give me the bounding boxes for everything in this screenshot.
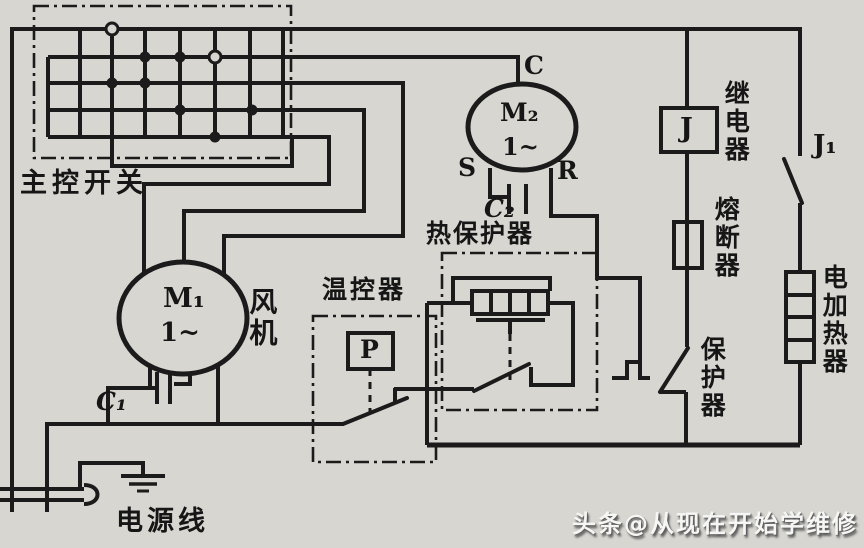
fuse-label: 熔断器 — [711, 196, 741, 280]
main-switch-grid — [10, 27, 802, 512]
ground-symbol — [78, 461, 165, 493]
power-cord-label: 电源线 — [116, 506, 209, 537]
j1-label: J₁ — [813, 130, 837, 160]
main-switch-box — [32, 4, 293, 160]
electric-heater-label: 电加热器 — [819, 264, 849, 376]
power-plug — [0, 483, 100, 506]
terminal-c-label: C — [524, 51, 544, 80]
compressor-phase: 1~ — [502, 132, 539, 161]
fan-label: 风机 — [245, 287, 279, 349]
j1-contact — [782, 157, 804, 272]
electric-heater-symbol — [784, 270, 816, 445]
fan-motor-phase: 1~ — [160, 318, 200, 348]
thermal-protector-box — [440, 251, 599, 412]
terminal-r-label: R — [557, 156, 578, 185]
main-switch-label: 主控开关 — [20, 168, 148, 199]
neutral-bus — [45, 422, 343, 512]
grid-contact-dots — [104, 21, 258, 143]
thermostat-symbol — [341, 331, 474, 426]
compressor-motor-name: M₂ — [500, 98, 539, 127]
relay-coil-label: J — [680, 113, 693, 144]
fan-motor-m1 — [116, 259, 250, 424]
fan-motor-name: M₁ — [163, 283, 205, 314]
thermal-protector-symbol — [425, 276, 575, 445]
thermostat-box — [311, 314, 438, 464]
capacitor-c2 — [507, 184, 528, 214]
relay-label: 继电器 — [721, 80, 751, 164]
compressor-motor-m2 — [465, 81, 642, 361]
capacitor-c2-label: C₂ — [484, 194, 515, 223]
protector-label: 保护器 — [697, 336, 727, 420]
capacitor-c1-label: C₁ — [96, 387, 127, 416]
fuse-symbol — [672, 152, 704, 347]
thermal-protector-label: 热保护器 — [426, 219, 535, 248]
watermark: 头条@从现在开始学维修 — [572, 510, 858, 538]
capacitor-c1 — [106, 372, 172, 424]
thermostat-label: 温控器 — [322, 275, 407, 304]
terminal-s-label: S — [458, 153, 477, 182]
thermostat-p-label: P — [360, 335, 379, 364]
protector-switch — [612, 346, 690, 445]
